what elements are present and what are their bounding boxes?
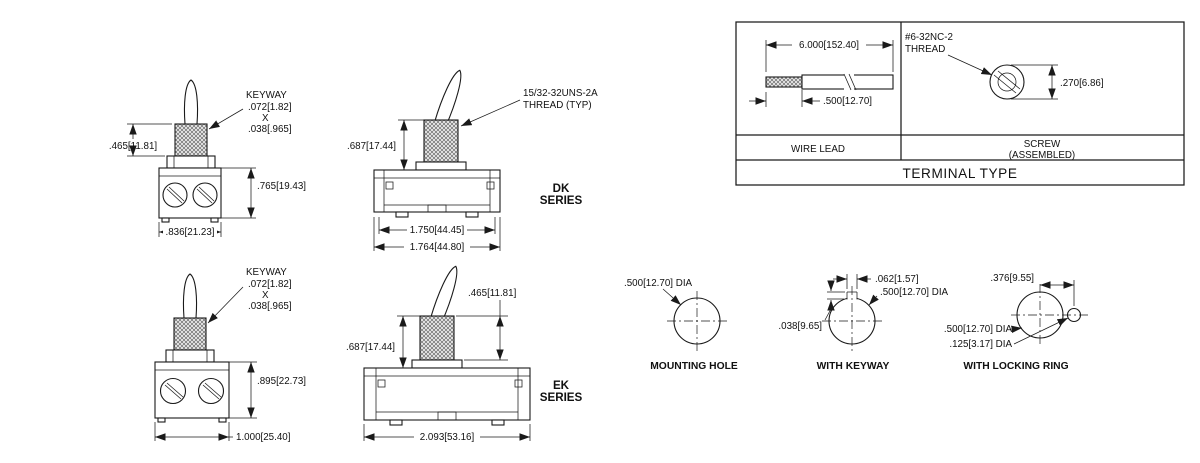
toggle-lever (183, 79, 199, 125)
toggle-lever (182, 273, 198, 319)
screw-head (989, 64, 1025, 100)
keyway-depth: .038[.965] (248, 301, 292, 312)
dim-text: .836[21.23] (165, 227, 214, 238)
ek-series-label: EK SERIES (540, 379, 583, 404)
ek-front-keyway-callout: KEYWAY .072[1.82] X .038[.965] (207, 267, 292, 324)
toggle-lever (430, 265, 458, 323)
dk-side-dim-mount-width: 1.750[44.45] (378, 217, 496, 236)
series-line1: DK (553, 182, 570, 195)
dk-side-dim-bushing-height: .687[17.44] (347, 119, 424, 170)
dim-keyway-width: .062[1.57] (875, 274, 919, 285)
ek-side-dim-overall-width: 2.093[53.16] (363, 424, 531, 443)
dim-text: 1.750[44.45] (410, 225, 465, 236)
keyway-width: .072[1.82] (248, 279, 292, 290)
dim-ring-offset: .376[9.55] (990, 273, 1034, 284)
ek-front-dim-body-height: .895[22.73] (229, 361, 306, 419)
hex-nut (415, 161, 467, 171)
series-line2: SERIES (540, 194, 583, 207)
screw-thread-line1: #6-32NC-2 (905, 32, 953, 43)
dk-side-dim-overall-width: 1.764[44.80] (373, 217, 501, 253)
dk-front-keyway-callout: KEYWAY .072[1.82] X .038[.965] (208, 90, 292, 135)
screw-cell-label-line2: (ASSEMBLED) (1009, 150, 1075, 161)
screw-terminal-right (192, 182, 218, 208)
dim-wire-length: 6.000[152.40] (799, 40, 859, 51)
threaded-bushing (419, 315, 455, 361)
dk-front-dim-bushing-height: .465[11.81] (109, 123, 172, 157)
threaded-bushing (423, 119, 459, 163)
dim-ring-dia: .125[3.17] DIA (949, 339, 1012, 350)
dim-strip-length: .500[12.70] (823, 96, 872, 107)
ek-front-dim-body-width: 1.000[25.40] (154, 422, 291, 443)
ek-front-view (154, 273, 230, 423)
dk-side-thread-callout: 15/32-32UNS-2A THREAD (TYP) (460, 88, 598, 127)
keyway-label: KEYWAY (246, 267, 287, 278)
stripped-lead-tip (765, 76, 803, 88)
dk-series-label: DK SERIES (540, 182, 583, 207)
keyway-depth: .038[.965] (248, 124, 292, 135)
ek-side-view (363, 265, 531, 426)
dim-hole-dia: .500[12.70] DIA (880, 287, 949, 298)
dim-text: 1.764[44.80] (410, 242, 465, 253)
mounting-hole-keyway: .062[1.57] .500[12.70] DIA .038[9.65] WI… (778, 274, 949, 372)
dk-front-view (158, 79, 222, 223)
wire-lead-drawing: 6.000[152.40] .500[12.70] (749, 39, 894, 107)
dim-text: .687[17.44] (346, 342, 395, 353)
keyway-label: KEYWAY (246, 90, 287, 101)
screw-terminal-drawing: #6-32NC-2 THREAD .270[6.86] (905, 32, 1104, 100)
screw-thread-line2: THREAD (905, 44, 945, 55)
switch-body (363, 367, 531, 421)
keyway-width: .072[1.82] (248, 102, 292, 113)
dim-text: 2.093[53.16] (420, 432, 475, 443)
keyway-x: X (262, 290, 269, 301)
ek-side-dim-bushing-exposed: .465[11.81] (456, 288, 517, 361)
terminal-type-table: WIRE LEAD SCREW (ASSEMBLED) TERMINAL TYP… (735, 21, 1185, 186)
dim-hole-dia: .500[12.70] DIA (624, 278, 693, 289)
with-locking-ring-label: WITH LOCKING RING (963, 361, 1068, 372)
table-border (735, 21, 1185, 186)
screw-terminal-left (162, 182, 188, 208)
dim-text: 1.000[25.40] (236, 432, 291, 443)
ek-side-dim-bushing-height: .687[17.44] (346, 315, 420, 368)
dk-side-view (373, 69, 501, 218)
mounting-hole-label: MOUNTING HOLE (650, 361, 738, 372)
dim-screw-head-dia: .270[6.86] (1060, 78, 1104, 89)
dim-text: .895[22.73] (257, 376, 306, 387)
screw-cell-label-line1: SCREW (1024, 139, 1061, 150)
dim-text: .765[19.43] (257, 181, 306, 192)
threaded-bushing (173, 317, 207, 351)
dim-keyway-depth: .038[9.65] (778, 321, 822, 332)
dim-text: .687[17.44] (347, 141, 396, 152)
screw-terminal-left (159, 377, 187, 405)
table-title: TERMINAL TYPE (902, 166, 1017, 181)
threaded-bushing (174, 123, 208, 157)
mounting-hole-plain: .500[12.70] DIA MOUNTING HOLE (624, 278, 738, 372)
switch-body (373, 169, 501, 213)
thread-callout-line2: THREAD (TYP) (523, 100, 592, 111)
dim-hole-dia: .500[12.70] DIA (944, 324, 1013, 335)
wire-lead-cell-label: WIRE LEAD (791, 144, 845, 155)
dk-front-dim-body-width: .836[21.23] (158, 222, 222, 238)
keyway-x: X (262, 113, 269, 124)
dk-front-dim-body-height: .765[19.43] (221, 167, 306, 219)
dim-text: .465[11.81] (109, 141, 158, 152)
series-line2: SERIES (540, 391, 583, 404)
mounting-hole-locking-ring: .376[9.55] .500[12.70] DIA .125[3.17] DI… (944, 273, 1089, 372)
toggle-lever (434, 69, 462, 127)
series-line1: EK (553, 379, 570, 392)
with-keyway-label: WITH KEYWAY (817, 361, 890, 372)
screw-terminal-right (197, 377, 225, 405)
dim-text: .465[11.81] (468, 288, 517, 299)
hex-nut (411, 359, 463, 369)
thread-callout-line1: 15/32-32UNS-2A (523, 88, 598, 99)
